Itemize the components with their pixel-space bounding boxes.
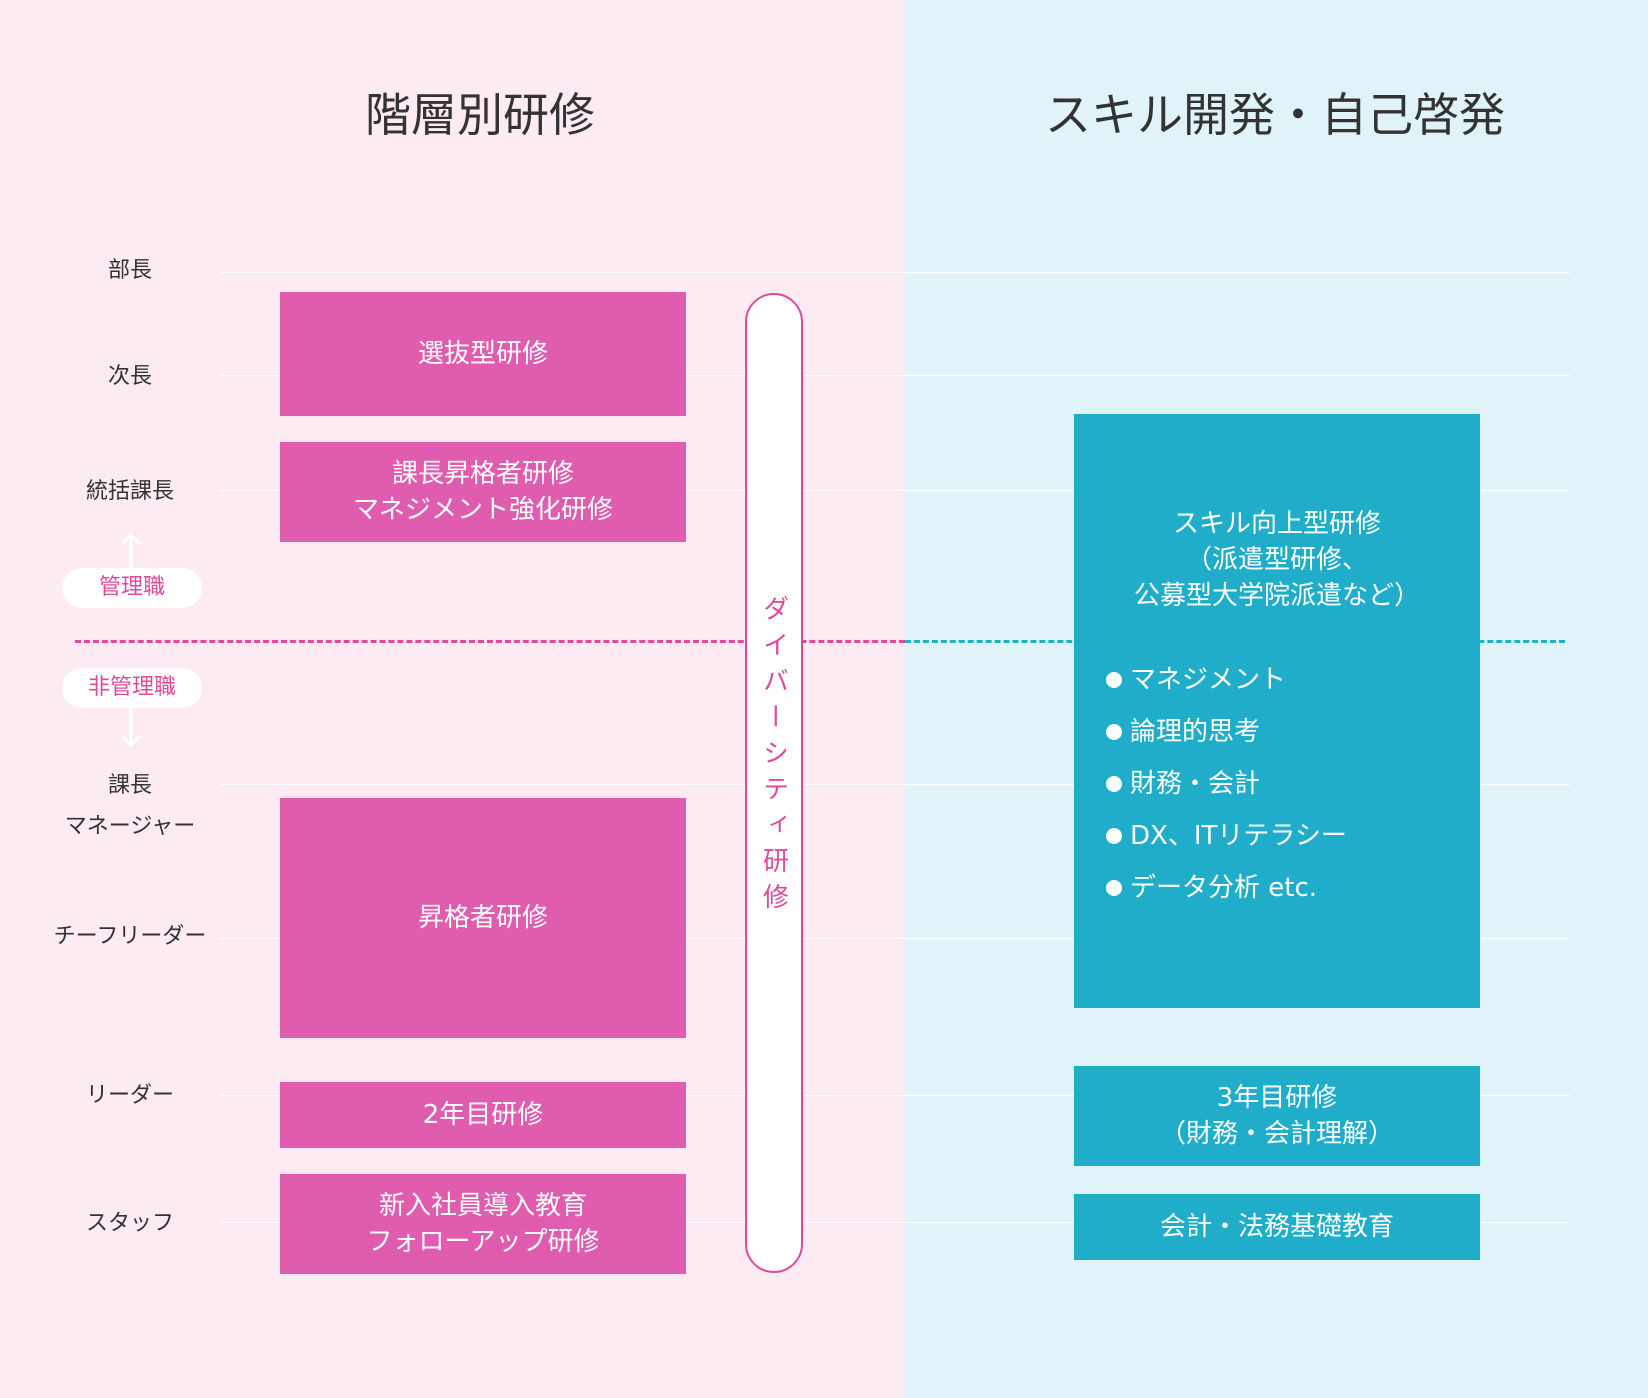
skill-improvement-box: スキル向上型研修 （派遣型研修、 公募型大学院派遣など） マネジメント 論理的思… <box>1074 414 1480 1008</box>
gridline-leader <box>220 1095 1570 1096</box>
gridline-tokatsu <box>220 490 1570 491</box>
level-leader: リーダー <box>85 1083 174 1108</box>
list-item: 財務・会計 <box>1106 758 1347 810</box>
divider-line-pink <box>75 640 905 643</box>
follow-up-label: フォローアップ研修 <box>366 1227 600 1257</box>
non-management-pill: 非管理職 <box>62 668 202 708</box>
newcomer-box: 新入社員導入教育 フォローアップ研修 <box>280 1174 686 1274</box>
right-heading: スキル開発・自己啓発 <box>1045 88 1505 142</box>
diversity-training-bar: ダイバーシティ研修 <box>745 293 803 1273</box>
bullet-icon <box>1106 776 1122 792</box>
level-jicho: 次長 <box>107 364 152 389</box>
bullet-icon <box>1106 880 1122 896</box>
basic-education-label: 会計・法務基礎教育 <box>1159 1212 1394 1242</box>
basic-education-box: 会計・法務基礎教育 <box>1074 1194 1480 1260</box>
selective-training-label: 選抜型研修 <box>417 339 548 369</box>
manager-promotion-box: 課長昇格者研修 マネジメント強化研修 <box>280 442 686 542</box>
newcomer-label: 新入社員導入教育 <box>378 1191 587 1221</box>
diversity-training-label: ダイバーシティ研修 <box>758 595 789 919</box>
bullet-icon <box>1106 672 1122 688</box>
third-year-subtitle: （財務・会計理解） <box>1159 1119 1394 1149</box>
level-tokatsu-kacho: 統括課長 <box>85 479 174 504</box>
level-staff: スタッフ <box>85 1211 174 1236</box>
promotion-training-box: 昇格者研修 <box>280 798 686 1038</box>
level-bucho: 部長 <box>107 258 152 283</box>
arrow-up-icon <box>120 532 142 572</box>
second-year-box: 2年目研修 <box>280 1082 686 1148</box>
gridline-bucho <box>220 272 1570 273</box>
management-pill: 管理職 <box>62 568 202 608</box>
gridline-jicho <box>220 375 1570 376</box>
list-item: マネジメント <box>1106 654 1347 706</box>
level-manager: マネージャー <box>64 814 196 839</box>
list-item: データ分析 etc. <box>1106 862 1347 914</box>
third-year-label: 3年目研修 <box>1216 1083 1338 1113</box>
promotion-training-label: 昇格者研修 <box>417 903 548 933</box>
bullet-icon <box>1106 724 1122 740</box>
list-item: DX、ITリテラシー <box>1106 810 1347 862</box>
skill-title: スキル向上型研修 （派遣型研修、 公募型大学院派遣など） <box>1134 506 1420 614</box>
skill-title-line2: （派遣型研修、 <box>1185 545 1368 575</box>
selective-training-box: 選抜型研修 <box>280 292 686 416</box>
level-team-leader: チーフリーダー <box>53 924 207 949</box>
skill-title-line3: 公募型大学院派遣など） <box>1133 581 1420 611</box>
third-year-box: 3年目研修 （財務・会計理解） <box>1074 1066 1480 1166</box>
management-strengthening-label: マネジメント強化研修 <box>352 495 613 525</box>
list-item: 論理的思考 <box>1106 706 1347 758</box>
gridline-staff <box>220 1222 1570 1223</box>
gridline-team-leader <box>220 938 1570 939</box>
skill-title-line1: スキル向上型研修 <box>1172 509 1381 539</box>
skill-list: マネジメント 論理的思考 財務・会計 DX、ITリテラシー データ分析 etc. <box>1074 654 1347 914</box>
arrow-down-icon <box>120 708 142 748</box>
manager-promotion-label: 課長昇格者研修 <box>391 459 574 489</box>
level-kacho: 課長 <box>107 773 152 798</box>
left-heading: 階層別研修 <box>365 88 595 142</box>
gridline-kacho <box>220 784 1570 785</box>
second-year-label: 2年目研修 <box>422 1100 544 1130</box>
bullet-icon <box>1106 828 1122 844</box>
